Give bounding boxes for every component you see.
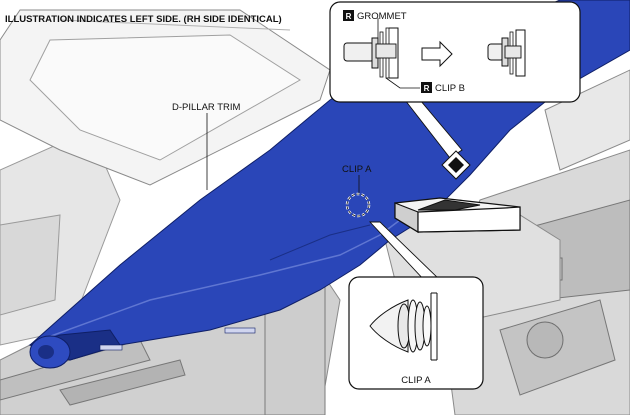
detail-marker-diamond-icon xyxy=(441,150,471,180)
grommet-label: GROMMET xyxy=(357,11,407,22)
replace-badge-grommet xyxy=(343,10,354,21)
grommet-clip-b-callout: R GROMMET R CLIP B xyxy=(329,1,581,103)
illustration-heading: ILLUSTRATION INDICATES LEFT SIDE. (RH SI… xyxy=(5,14,282,25)
transition-arrow-icon xyxy=(421,40,453,68)
clip-a-label: CLIP A xyxy=(342,164,372,175)
clip-b-removed-drawing xyxy=(487,29,526,77)
replace-badge-grommet-text: R xyxy=(346,12,352,21)
clip-a-detail-drawing xyxy=(369,292,438,361)
replace-badge-clip-b-text: R xyxy=(424,84,430,93)
replace-badge-clip-b xyxy=(421,82,432,93)
clip-a-callout-label: CLIP A xyxy=(401,375,431,386)
clip-a-callout: CLIP A xyxy=(348,276,484,390)
clip-b-installed-drawing xyxy=(343,27,399,79)
d-pillar-trim-label: D-PILLAR TRIM xyxy=(172,102,241,113)
removal-direction-arrow-icon xyxy=(394,197,521,234)
clip-b-label: CLIP B xyxy=(435,83,465,94)
rear-window-frame xyxy=(0,9,331,186)
